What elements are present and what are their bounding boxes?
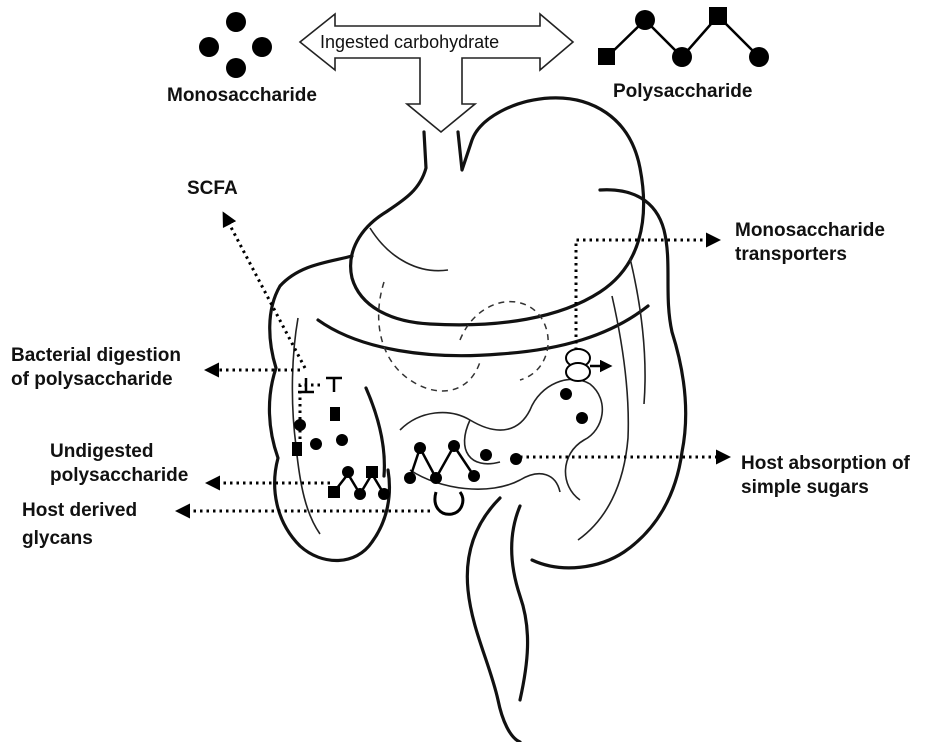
host-glycans-line2: glycans — [22, 525, 137, 553]
stomach — [351, 98, 644, 325]
ingested-carbohydrate-label: Ingested carbohydrate — [320, 32, 499, 53]
polysaccharide-label: Polysaccharide — [613, 80, 752, 104]
bacterial-sugars — [292, 378, 390, 500]
bacterial-digestion-label: Bacterial digestion of polysaccharide — [11, 344, 181, 392]
bacterial-digestion-line1: Bacterial digestion — [11, 344, 181, 368]
host-absorption-label: Host absorption of simple sugars — [741, 452, 910, 500]
transporters-line2: transporters — [735, 243, 885, 267]
monosaccharide-label: Monosaccharide — [167, 84, 317, 108]
transporters-line1: Monosaccharide — [735, 219, 885, 243]
monosaccharide-transporters-label: Monosaccharide transporters — [735, 219, 885, 267]
monosaccharide-icon — [199, 12, 272, 78]
host-derived-glycans-label: Host derived glycans — [22, 497, 137, 553]
absorption-line1: Host absorption of — [741, 452, 910, 476]
undigested-polysaccharide-label: Undigested polysaccharide — [50, 440, 188, 488]
undigested-line1: Undigested — [50, 440, 188, 464]
absorption-line2: simple sugars — [741, 476, 910, 500]
scfa-label: SCFA — [187, 177, 238, 201]
host-glycans-line1: Host derived — [22, 497, 137, 525]
polysaccharide-icon — [598, 7, 769, 67]
undigested-line2: polysaccharide — [50, 464, 188, 488]
bacterial-digestion-line2: of polysaccharide — [11, 368, 181, 392]
